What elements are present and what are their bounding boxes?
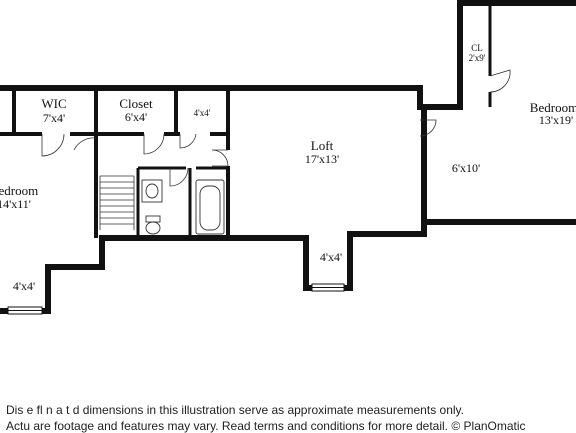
room-dim-wic: 7'x4' (43, 111, 65, 125)
room-dim-closet: 6'x4' (125, 110, 147, 124)
stair-wall (0, 132, 98, 238)
door-wic (41, 133, 65, 157)
disclaimer-line-1: Dis e fl n a t d dimensions in this illu… (6, 403, 464, 417)
closet-walls (12, 88, 230, 238)
toilet-icon (145, 221, 161, 235)
windows (7, 283, 345, 315)
room-dim-bedroom-right: 13'x19' (539, 113, 573, 127)
room-name-bedroom-left: Bedroom (0, 183, 38, 198)
outer-wall-bottom (0, 222, 427, 314)
door-pocket (211, 149, 229, 167)
room-dim-cl: 2'x9' (469, 53, 486, 63)
room-dim-bay-center: 4'x4' (320, 250, 342, 264)
outer-wall (0, 0, 576, 110)
room-dim-loft: 17'x13' (305, 152, 339, 166)
room-dim-bay-left: 4'x4' (13, 279, 35, 293)
door-loft (419, 119, 437, 137)
toilet-tank-icon (145, 215, 161, 223)
room-dim-bedroom-left: 14'x11' (0, 197, 31, 211)
room-name-closet: Closet (119, 96, 153, 111)
bath-walls (136, 166, 228, 238)
room-name-wic: WIC (41, 96, 66, 111)
door-stair (73, 137, 97, 151)
door-bath (169, 167, 189, 187)
vanity-icon (141, 179, 163, 203)
room-name-cl: CL (471, 43, 483, 53)
room-dim-hall: 6'x10' (452, 161, 480, 175)
room-name-bedroom-right: Bedroom (530, 100, 576, 115)
door-closet (143, 133, 165, 155)
stairs (99, 175, 135, 230)
sink-icon (145, 183, 159, 199)
door-small-closet (179, 133, 197, 149)
disclaimer-line-2: Actu are footage and features may vary. … (6, 419, 526, 433)
bath-fixtures (141, 179, 225, 235)
tub-basin-icon (199, 185, 221, 231)
door-cl (489, 69, 511, 93)
room-name-loft: Loft (311, 138, 334, 153)
room-dim-small-closet: 4'x4' (194, 108, 211, 118)
bathtub-icon (195, 179, 225, 235)
